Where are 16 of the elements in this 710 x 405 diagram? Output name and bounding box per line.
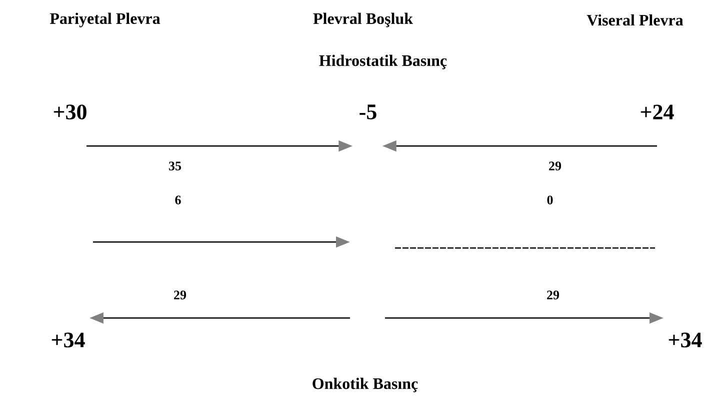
label: Viseral Plevra: [586, 14, 684, 26]
pressure-value: -5: [360, 104, 376, 120]
label: Hidrostatik Basınç: [319, 54, 447, 70]
label: 0: [547, 196, 553, 204]
pressure-value: +34: [52, 332, 85, 348]
label: Onkotik Basınç: [312, 378, 418, 392]
pressure-value: +24: [640, 104, 674, 120]
label: 6: [175, 196, 181, 204]
pressure-value: +30: [54, 104, 86, 120]
label: Plevral Boşluk: [313, 12, 413, 28]
edge-label: 29: [549, 162, 562, 170]
pressure-value: +34: [668, 332, 702, 348]
edge-label: 29: [547, 290, 560, 300]
edge-label: 29: [174, 290, 186, 300]
label: Pariyetal Plevra: [50, 12, 160, 28]
edge-label: 35: [169, 162, 182, 170]
